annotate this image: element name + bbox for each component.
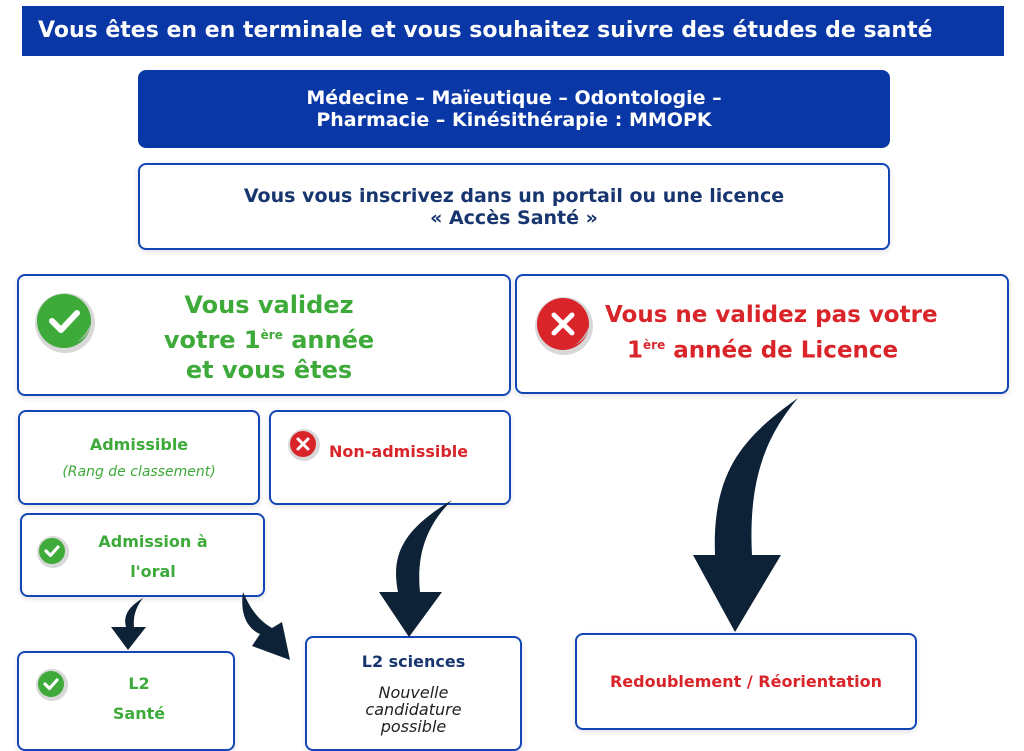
admission-oral-box: Admission à l'oral (20, 513, 265, 597)
arrow-down-icon (693, 398, 798, 632)
non-validez-box: Vous ne validez pas votre 1ère année de … (515, 274, 1009, 394)
l2-sante-text: L2 Santé (89, 669, 189, 729)
l2-sciences-desc: Nouvelle candidature possible (307, 684, 520, 735)
cross-icon (288, 429, 320, 461)
arrow-down-icon (379, 500, 452, 637)
non-validez-text: Vous ne validez pas votre 1ère année de … (605, 300, 1005, 366)
check-icon (37, 536, 69, 568)
l2-sante-box: L2 Santé (17, 651, 235, 751)
check-icon (36, 669, 68, 701)
l2-sante-line2: Santé (112, 704, 166, 723)
validez-line2: votre 1ère année (164, 320, 374, 355)
mmopk-line1: Médecine – Maïeutique – Odontologie – (306, 87, 722, 109)
page-title: Vous êtes en en terminale et vous souhai… (22, 6, 1004, 56)
validez-line2-post: année (282, 326, 375, 354)
l2-sciences-box: L2 sciences Nouvelle candidature possibl… (305, 636, 522, 751)
inscription-line1: Vous vous inscrivez dans un portail ou u… (243, 184, 785, 207)
validez-box: Vous validez votre 1ère année et vous êt… (17, 274, 511, 396)
check-icon (35, 293, 95, 353)
l2-sciences-line1: Nouvelle (378, 683, 449, 702)
validez-text: Vous validez votre 1ère année et vous êt… (119, 290, 419, 385)
redoublement-box: Redoublement / Réorientation (575, 633, 917, 730)
l2-sciences-line2: candidature (365, 700, 462, 719)
l2-sciences-line3: possible (380, 717, 447, 736)
validez-line2-pre: votre 1 (163, 326, 261, 354)
non-validez-line2-post: année de Licence (665, 337, 899, 364)
redoublement-label: Redoublement / Réorientation (609, 672, 883, 691)
admission-oral-text: Admission à l'oral (78, 527, 228, 587)
cross-icon (535, 297, 593, 355)
arrow-down-icon (111, 598, 146, 650)
non-validez-line2: 1ère année de Licence (605, 330, 1005, 366)
inscription-box: Vous vous inscrivez dans un portail ou u… (138, 163, 890, 250)
non-validez-line1: Vous ne validez pas votre (605, 302, 938, 328)
inscription-line2: « Accès Santé » (430, 206, 598, 229)
validez-line3: et vous êtes (185, 356, 353, 384)
non-validez-line2-pre: 1 (627, 337, 644, 364)
admissible-title: Admissible (89, 435, 189, 454)
admissible-subtitle: (Rang de classement) (62, 464, 216, 480)
validez-line1: Vous validez (184, 291, 354, 319)
admission-oral-line2: l'oral (130, 562, 176, 581)
l2-sante-line1: L2 (128, 674, 150, 693)
mmopk-line2: Pharmacie – Kinésithérapie : MMOPK (316, 109, 712, 131)
admission-oral-line1: Admission à (98, 532, 208, 551)
validez-line2-sup: ère (260, 328, 283, 342)
l2-sciences-title: L2 sciences (361, 652, 466, 671)
arrow-down-icon (242, 592, 290, 660)
admissible-box: Admissible (Rang de classement) (18, 410, 260, 505)
non-validez-line2-sup: ère (643, 338, 666, 352)
non-admissible-title: Non-admissible (329, 442, 469, 461)
non-admissible-box: Non-admissible (269, 410, 511, 505)
mmopk-box: Médecine – Maïeutique – Odontologie – Ph… (138, 70, 890, 148)
